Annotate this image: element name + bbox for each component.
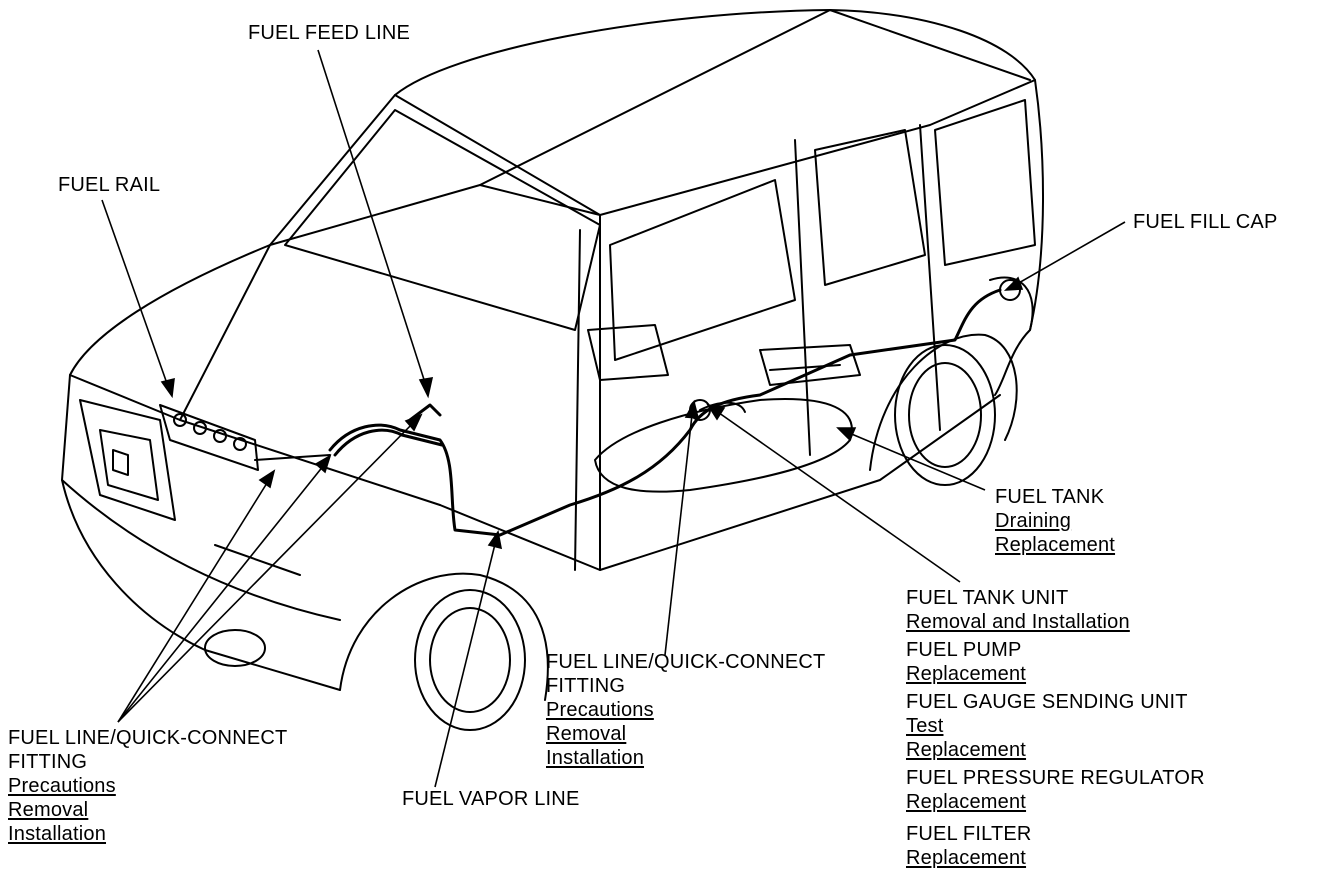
leader-fuel-line-qc-left [117, 413, 423, 723]
label-fuel-line-qc-center: FUEL LINE/QUICK-CONNECT FITTING Precauti… [546, 650, 825, 770]
leader-fuel-line-qc-center [664, 399, 700, 656]
fuel-line-qc-left-title-1: FUEL LINE/QUICK-CONNECT [8, 727, 288, 749]
fuel-line-qc-center-precautions-link[interactable]: Precautions [546, 699, 654, 721]
fuel-gauge-test-link[interactable]: Test [906, 715, 944, 737]
fuel-gauge-replacement-link[interactable]: Replacement [906, 739, 1027, 761]
leader-fuel-vapor-line [434, 529, 503, 788]
leader-fuel-tank [836, 427, 986, 491]
fuel-pump-replacement-link[interactable]: Replacement [906, 663, 1027, 685]
fuel-tank-draining-link[interactable]: Draining [995, 510, 1072, 532]
fuel-tank-title: FUEL TANK [995, 486, 1105, 508]
fuel-pressure-regulator-title: FUEL PRESSURE REGULATOR [906, 767, 1205, 789]
label-fuel-pump: FUEL PUMP Replacement [906, 638, 1026, 686]
leader-fuel-feed-line [317, 49, 434, 399]
fuel-line-qc-center-removal-link[interactable]: Removal [546, 723, 627, 745]
label-fuel-gauge-sending-unit: FUEL GAUGE SENDING UNIT Test Replacement [906, 690, 1188, 762]
fuel-line-qc-left-title-2: FITTING [8, 751, 88, 773]
fuel-line-qc-center-title-1: FUEL LINE/QUICK-CONNECT [546, 651, 826, 673]
label-fuel-filter: FUEL FILTER Replacement [906, 822, 1032, 870]
leader-fuel-fill-cap [1003, 221, 1126, 291]
fuel-line-qc-center-title-2: FITTING [546, 675, 626, 697]
label-fuel-fill-cap: FUEL FILL CAP [1133, 211, 1278, 233]
fuel-gauge-sending-unit-title: FUEL GAUGE SENDING UNIT [906, 691, 1188, 713]
fuel-pressure-regulator-replacement-link[interactable]: Replacement [906, 791, 1027, 813]
label-fuel-feed-line: FUEL FEED LINE [248, 22, 411, 44]
fuel-pump-title: FUEL PUMP [906, 639, 1022, 661]
leader-fuel-tank-unit [706, 403, 961, 583]
evap-canister-part [759, 344, 861, 386]
fuel-tank-replacement-link[interactable]: Replacement [995, 534, 1116, 556]
fuel-line-qc-left-removal-link[interactable]: Removal [8, 799, 89, 821]
label-fuel-rail: FUEL RAIL [58, 174, 161, 196]
fuel-tank-unit-removal-installation-link[interactable]: Removal and Installation [906, 611, 1130, 633]
label-fuel-vapor-line: FUEL VAPOR LINE [402, 788, 580, 810]
label-fuel-pressure-regulator: FUEL PRESSURE REGULATOR Replacement [906, 766, 1205, 814]
leader-fuel-rail [101, 199, 175, 399]
fuel-line-qc-left-installation-link[interactable]: Installation [8, 823, 107, 845]
fuel-lines [328, 288, 1002, 537]
vehicle-body [61, 9, 1044, 731]
label-fuel-line-qc-left: FUEL LINE/QUICK-CONNECT FITTING Precauti… [8, 726, 287, 846]
label-fuel-tank-unit: FUEL TANK UNIT Removal and Installation [906, 586, 1130, 634]
fuel-filter-title: FUEL FILTER [906, 823, 1032, 845]
label-fuel-tank: FUEL TANK Draining Replacement [995, 485, 1115, 557]
fuel-line-qc-center-installation-link[interactable]: Installation [546, 747, 645, 769]
fuel-filter-replacement-link[interactable]: Replacement [906, 847, 1027, 869]
fuel-rail-part [159, 404, 331, 471]
fuel-line-qc-left-precautions-link[interactable]: Precautions [8, 775, 116, 797]
fuel-tank-unit-title: FUEL TANK UNIT [906, 587, 1069, 609]
